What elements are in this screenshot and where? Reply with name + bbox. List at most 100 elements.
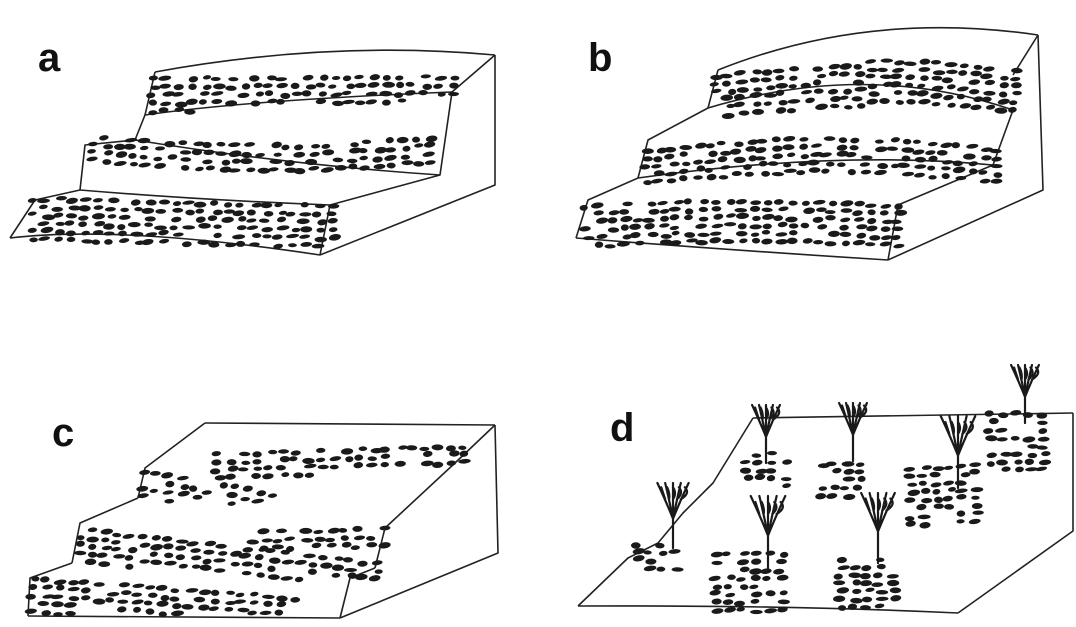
- rock: [192, 564, 201, 569]
- rock: [164, 560, 177, 566]
- rock: [880, 210, 889, 216]
- rock: [651, 178, 664, 184]
- rock: [164, 553, 173, 558]
- rock: [362, 140, 371, 144]
- rock: [276, 465, 286, 470]
- rock: [292, 91, 303, 96]
- rock: [952, 166, 965, 174]
- rock: [871, 582, 883, 587]
- rock: [384, 147, 396, 153]
- rock: [799, 137, 809, 142]
- rock: [788, 201, 797, 206]
- rock: [383, 75, 391, 81]
- rock: [332, 101, 344, 107]
- rock: [105, 597, 114, 603]
- rock: [745, 172, 754, 177]
- rock: [837, 557, 848, 564]
- rock: [842, 461, 855, 467]
- rock: [282, 559, 295, 565]
- rock: [120, 208, 129, 213]
- rock: [40, 226, 54, 234]
- rock: [256, 490, 267, 497]
- rock: [308, 165, 320, 171]
- rock: [902, 171, 915, 176]
- rock: [643, 180, 652, 185]
- rock: [679, 145, 692, 150]
- rock: [973, 96, 983, 103]
- rock: [396, 82, 404, 89]
- rock: [318, 555, 328, 561]
- rock: [620, 215, 633, 223]
- rock: [931, 60, 941, 65]
- tree: [751, 496, 786, 568]
- rock: [749, 91, 762, 98]
- rock: [278, 449, 289, 454]
- rock: [915, 157, 926, 163]
- rock: [150, 471, 161, 476]
- rock: [42, 214, 55, 220]
- rock: [262, 473, 274, 480]
- rock: [329, 455, 341, 462]
- rock: [130, 162, 138, 167]
- rock: [39, 204, 48, 210]
- rock: [227, 465, 239, 472]
- rock: [103, 144, 113, 150]
- rock: [232, 158, 241, 164]
- rock: [359, 165, 370, 172]
- rock: [276, 595, 287, 601]
- rock: [288, 243, 297, 247]
- rock: [276, 99, 285, 105]
- rock: [704, 159, 716, 165]
- rock: [302, 74, 313, 81]
- rock: [115, 150, 128, 158]
- rock: [101, 537, 110, 543]
- rock: [228, 149, 242, 157]
- rock: [224, 607, 233, 612]
- rock: [124, 144, 136, 150]
- rock: [207, 215, 217, 221]
- rock: [751, 558, 762, 565]
- rock: [213, 232, 222, 238]
- rock: [211, 451, 221, 457]
- rock: [68, 580, 79, 586]
- rock: [984, 410, 994, 417]
- rock: [727, 574, 736, 580]
- rock: [213, 224, 221, 228]
- rock: [711, 561, 722, 565]
- rock: [968, 79, 980, 86]
- rock: [365, 99, 377, 106]
- rock: [722, 80, 731, 87]
- rock: [224, 202, 233, 208]
- rock: [750, 598, 759, 604]
- rock: [195, 208, 204, 214]
- rock: [958, 70, 968, 77]
- rock: [754, 473, 765, 480]
- rock: [262, 83, 273, 89]
- rock: [963, 153, 976, 159]
- rock: [218, 551, 228, 556]
- rock: [169, 225, 177, 230]
- rock: [311, 144, 320, 149]
- rock: [664, 147, 676, 153]
- rock: [801, 223, 810, 229]
- rock: [299, 528, 312, 534]
- rock: [374, 569, 382, 574]
- rock: [210, 200, 219, 207]
- rock: [837, 565, 850, 571]
- rock: [37, 601, 49, 606]
- rock: [327, 217, 338, 224]
- rock: [308, 569, 317, 575]
- rock: [904, 497, 915, 503]
- rock: [775, 239, 788, 245]
- rock: [318, 91, 327, 97]
- rock: [137, 533, 147, 539]
- rock: [308, 562, 317, 567]
- rock: [173, 232, 184, 237]
- rock: [857, 103, 865, 109]
- rock: [669, 213, 680, 220]
- rock: [955, 463, 966, 469]
- rock: [720, 94, 733, 101]
- rock: [708, 575, 721, 582]
- rock: [154, 162, 167, 169]
- rock: [302, 458, 314, 464]
